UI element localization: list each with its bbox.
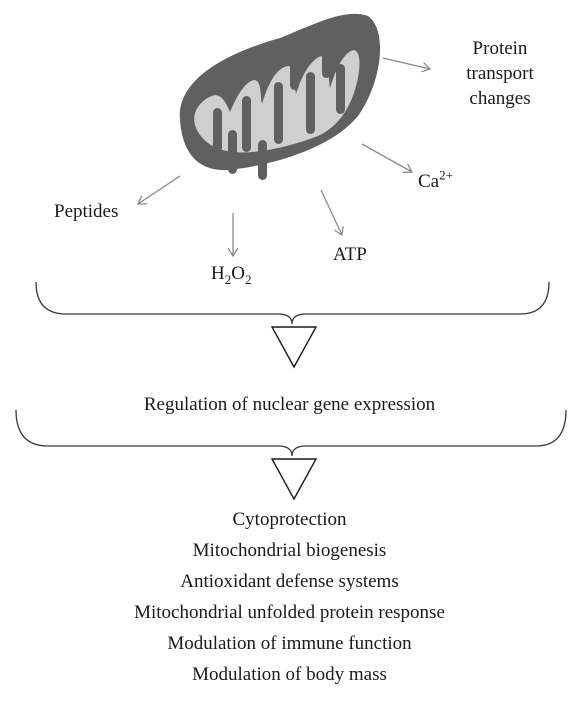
lower-brace	[15, 409, 567, 457]
upper-brace	[35, 281, 550, 325]
protein-transport-line-2: transport	[466, 63, 534, 84]
upper-down-triangle	[270, 326, 318, 369]
regulation-label: Regulation of nuclear gene expression	[143, 394, 436, 415]
atp-label: ATP	[333, 244, 367, 265]
calcium-charge: 2+	[439, 167, 453, 183]
arrow-to-calcium	[361, 143, 412, 172]
arrow-to-peptides	[138, 175, 181, 204]
mitochondrion-icon	[179, 13, 381, 180]
h2o2-h-subscript: 2	[224, 271, 232, 287]
lower-down-triangle	[270, 458, 318, 501]
arrow-to-atp	[320, 189, 342, 235]
mitochondrion-cristae	[213, 42, 345, 180]
h2o2-o: O	[231, 263, 245, 284]
outcome-item: Mitochondrial biogenesis	[192, 540, 387, 561]
outcome-item: Cytoprotection	[232, 509, 347, 530]
protein-transport-line-3: changes	[469, 88, 531, 109]
outcome-item: Modulation of immune function	[167, 633, 412, 654]
outcome-item: Antioxidant defense systems	[180, 571, 399, 592]
outcome-item: Modulation of body mass	[192, 664, 387, 685]
protein-transport-label: Protein transport changes	[438, 36, 562, 111]
outcomes-list: Cytoprotection Mitochondrial biogenesis …	[0, 509, 579, 695]
peptides-label: Peptides	[54, 201, 119, 222]
outcome-item: Mitochondrial unfolded protein response	[134, 602, 445, 623]
protein-transport-line-1: Protein	[472, 38, 528, 59]
arrow-to-protein-transport	[382, 57, 430, 69]
h2o2-h: H	[211, 263, 225, 284]
calcium-label: Ca2+	[418, 169, 453, 192]
h2o2-o-subscript: 2	[244, 271, 252, 287]
h2o2-label: H2O2	[211, 263, 251, 286]
calcium-base: Ca	[418, 171, 440, 192]
